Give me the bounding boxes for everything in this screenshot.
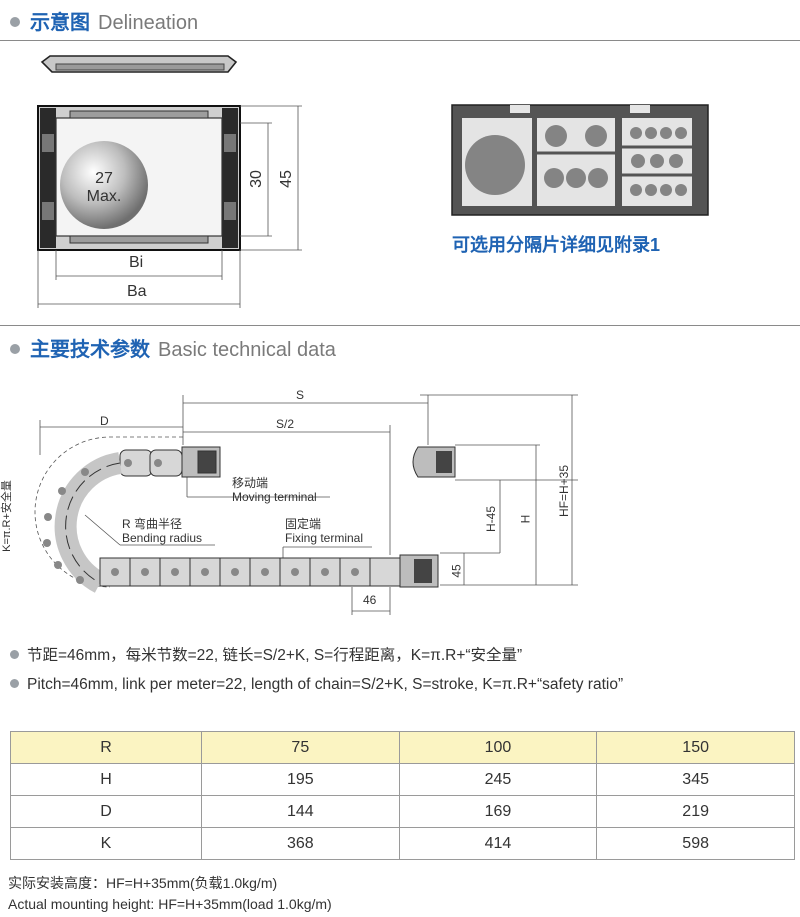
- label-hf: HF=H+35: [557, 464, 572, 518]
- parameter-table: R 75 100 150 H 195 245 345 D 144 169 219…: [10, 731, 795, 860]
- bullet-dot-icon: [10, 17, 20, 27]
- label-h-minus-45: H-45: [484, 505, 499, 533]
- separator-diagram: [451, 104, 709, 216]
- bullet-dot-icon: [10, 679, 19, 688]
- table-cell: 144: [201, 795, 400, 828]
- fixing-terminal-en: Fixing terminal: [285, 531, 364, 545]
- table-cell: 195: [201, 763, 400, 796]
- table-row: D 144 169 219: [10, 795, 795, 828]
- bending-radius-en: Bending radius: [122, 531, 203, 545]
- mounting-height-note-en: Actual mounting height: HF=H+35mm(load 1…: [8, 896, 332, 912]
- label-d: D: [100, 414, 109, 428]
- table-cell: 75: [201, 731, 400, 764]
- label-k: K=π.R+安全量: [0, 480, 13, 552]
- mounting-height-note-cn: 实际安装高度：HF=H+35mm(负载1.0kg/m): [8, 875, 278, 891]
- bullet-dot-icon: [10, 650, 19, 659]
- label-45: 45: [449, 564, 464, 578]
- table-cell: K: [10, 827, 202, 860]
- side-view-diagram: [34, 394, 578, 615]
- table-cell: 150: [596, 731, 795, 764]
- dim-outer-height: 45: [277, 170, 295, 188]
- spec-bullet-cn: 节距=46mm，每米节数=22, 链长=S/2+K, S=行程距离，K=π.R+…: [10, 643, 522, 665]
- label-h: H: [518, 514, 533, 524]
- separator-caption: 可选用分隔片详细见附录1: [452, 235, 661, 255]
- divider: [0, 325, 800, 326]
- moving-terminal-en: Moving terminal: [232, 490, 317, 504]
- table-cell: R: [10, 731, 202, 764]
- moving-terminal-cn: 移动端: [232, 476, 269, 490]
- ball-size-label: 27 Max.: [86, 170, 122, 205]
- table-cell: 345: [596, 763, 795, 796]
- table-cell: 598: [596, 827, 795, 860]
- table-cell: 219: [596, 795, 795, 828]
- label-s-half: S/2: [276, 417, 295, 431]
- bending-radius-cn: R 弯曲半径: [122, 517, 183, 531]
- table-row: H 195 245 345: [10, 763, 795, 796]
- table-cell: 100: [398, 731, 598, 764]
- table-row: R 75 100 150: [10, 731, 795, 764]
- max-diameter-ball: [60, 141, 148, 229]
- table-cell: D: [10, 795, 202, 828]
- cross-section-diagram: [37, 55, 302, 308]
- bullet-dot-icon: [10, 344, 20, 354]
- table-cell: 245: [398, 763, 598, 796]
- table-cell: 414: [398, 827, 598, 860]
- dim-inner-height: 30: [247, 170, 265, 188]
- dim-outer-width: Ba: [127, 283, 147, 300]
- divider: [0, 40, 800, 41]
- fixing-terminal-cn: 固定端: [285, 517, 322, 531]
- label-46: 46: [363, 593, 377, 607]
- table-cell: H: [10, 763, 202, 796]
- table-cell: 368: [201, 827, 400, 860]
- label-s: S: [296, 388, 305, 402]
- table-cell: 169: [398, 795, 598, 828]
- dim-inner-width: Bi: [129, 254, 144, 271]
- table-row: K 368 414 598: [10, 827, 795, 860]
- spec-bullet-en: Pitch=46mm, link per meter=22, length of…: [10, 676, 623, 694]
